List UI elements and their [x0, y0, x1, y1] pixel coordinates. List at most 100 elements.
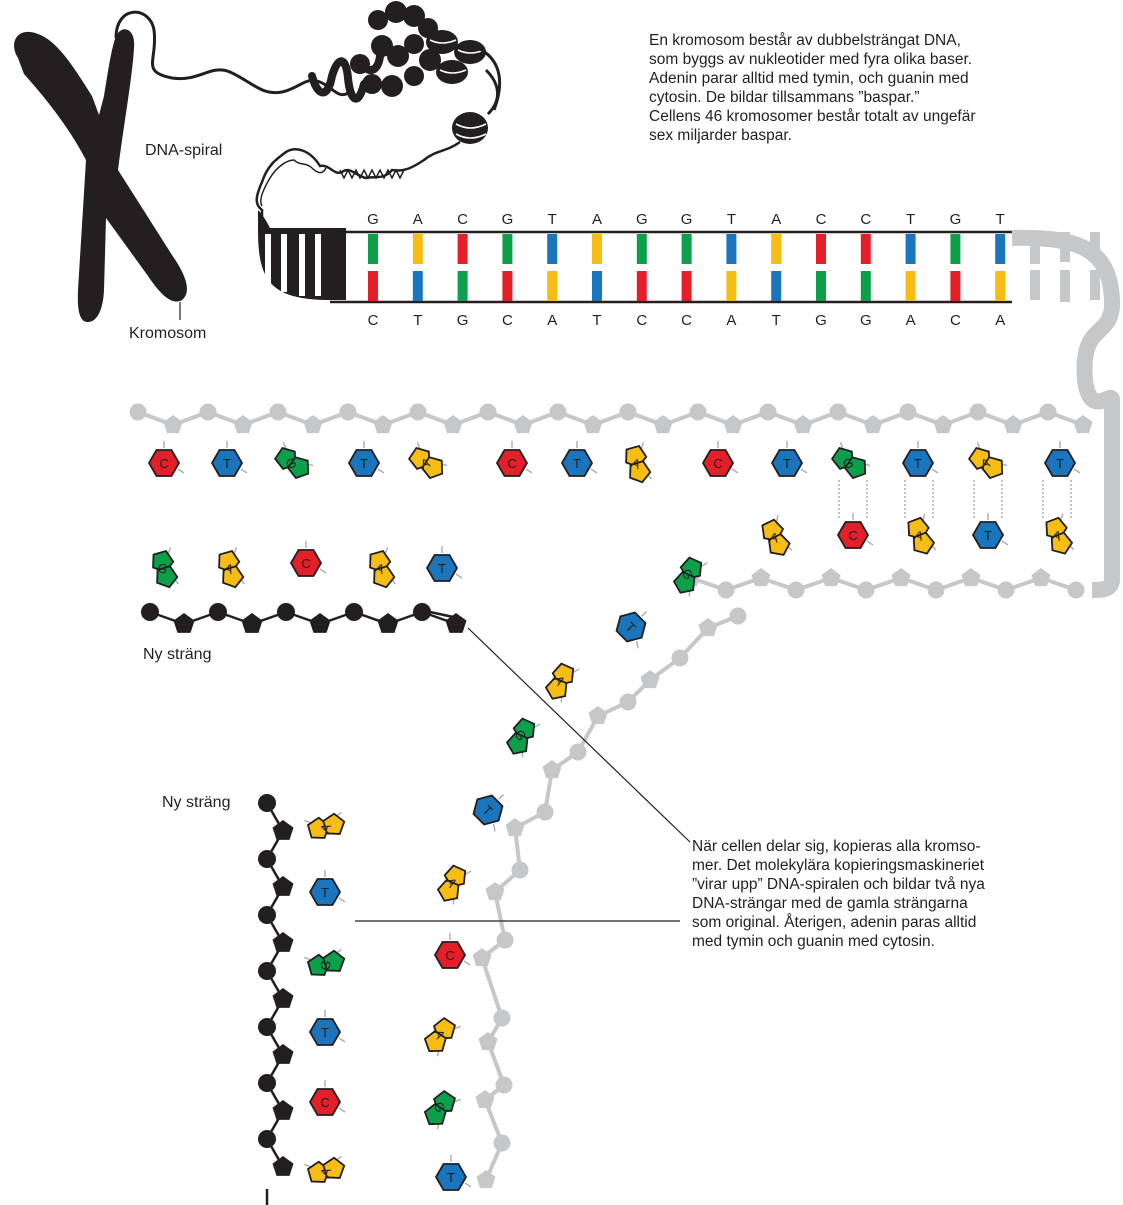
intro-text: En kromosom består av dubbelsträngat DNA… [649, 31, 976, 145]
base-stem [377, 468, 385, 474]
new-strand-top-phosphate [345, 603, 363, 621]
base-letter: T [914, 456, 922, 471]
base-A: A [907, 513, 937, 555]
base-T: T [472, 793, 505, 832]
base-C: C [147, 441, 185, 477]
base-letter: T [783, 456, 791, 471]
ladder-bar-bottom [950, 271, 961, 301]
base-stem [338, 1037, 346, 1043]
base-G: G [152, 547, 179, 589]
top-gray-strand-sugar [583, 415, 603, 434]
base-letter: G [841, 455, 856, 473]
fork-gray-strand-sugar [751, 568, 771, 587]
base-stem [839, 442, 844, 450]
base-stem [455, 573, 463, 579]
ladder-letter-bottom: G [815, 312, 827, 329]
ladder-bar-top [592, 234, 602, 264]
base-A: A [1045, 513, 1075, 555]
diagonal-gray-strand-phosphate [671, 649, 689, 667]
top-gray-strand-phosphate [129, 403, 147, 421]
top-gray-strand-phosphate [549, 403, 567, 421]
pointer-line-1 [467, 627, 691, 843]
ladder-bar-top [995, 234, 1006, 264]
base-hexagon [147, 449, 181, 477]
base-letter: T [360, 456, 368, 471]
ladder-letter-top: G [950, 211, 962, 228]
chromosome-shape [14, 29, 187, 322]
base-stem [931, 468, 939, 474]
base-letter: C [848, 528, 857, 543]
ladder-letter-bottom: C [636, 312, 647, 329]
base-stem [304, 819, 312, 824]
top-gray-strand-phosphate [759, 403, 777, 421]
ladder-bar-bottom [860, 271, 871, 301]
base-A: A [625, 442, 652, 484]
top-gray-strand-phosphate [339, 403, 357, 421]
top-gray-strand-sugar [163, 415, 183, 434]
ladder-letter-top: A [592, 211, 602, 228]
new-strand-left-sugar [272, 820, 294, 840]
base-stem [492, 823, 496, 832]
fork-gray-strand-sugar [961, 568, 981, 587]
fork-gray-strand-phosphate [1067, 581, 1085, 599]
base-letter: G [317, 958, 335, 973]
base-hexagon [615, 611, 647, 643]
base-A: A [369, 547, 396, 589]
base-hexagon [1043, 449, 1077, 477]
base-stem [498, 793, 505, 800]
top-gray-strand-sugar [303, 415, 323, 434]
intro-line: som byggs av nukleotider med fyra olika … [649, 51, 973, 68]
diagonal-gray-strand-phosphate [496, 931, 514, 949]
fork-gray-strand-line [690, 576, 1077, 592]
base-C: C [433, 933, 471, 969]
diagonal-gray-strand-phosphate [536, 803, 554, 821]
new-strand-left-sugar [272, 876, 294, 896]
new-strand-left-phosphate [258, 906, 276, 924]
ladder-letter-top: A [771, 211, 781, 228]
ladder-letter-top: G [367, 211, 379, 228]
new-strand-top-phosphate [209, 603, 227, 621]
top-gray-strand-phosphate [269, 403, 287, 421]
new-strand-left-sugar [272, 1100, 294, 1120]
base-T: T [1043, 441, 1081, 477]
ladder-bar-bottom [681, 271, 692, 301]
top-gray-strand-phosphate [899, 403, 917, 421]
base-letter: C [320, 1095, 329, 1110]
ladder-letter-top: G [502, 211, 514, 228]
chromatin-fiber [114, 10, 351, 97]
base-T: T [308, 1010, 346, 1046]
base-stem [384, 547, 389, 555]
base-pentagon [222, 565, 245, 589]
ladder-bar-top [950, 234, 961, 264]
top-gray-strand-sugar [723, 415, 743, 434]
base-A: A [967, 442, 1008, 480]
ladder-bar-bottom [502, 271, 513, 301]
diagonal-gray-strand-phosphate [569, 743, 587, 761]
ladder-bar-bottom [636, 271, 647, 301]
base-letter: C [159, 456, 168, 471]
base-stem [453, 1098, 461, 1103]
top-gray-strand-sugar [933, 415, 953, 434]
base-pentagon [767, 533, 791, 556]
ladder-letter-top: G [681, 211, 693, 228]
base-T: T [615, 610, 648, 649]
new-strand-label-top: Ny sträng [143, 646, 212, 663]
base-pentagon [436, 878, 460, 902]
ladder-bar-top [636, 234, 647, 264]
base-hexagon [425, 554, 459, 582]
new-strand-left-phosphate [258, 962, 276, 980]
base-hexagon [901, 449, 935, 477]
base-stem [640, 442, 645, 450]
ladder-bar-bottom [995, 271, 1006, 301]
fork-gray-strand-phosphate [717, 581, 735, 599]
base-pentagon [286, 456, 310, 480]
ladder-letter-bottom: A [547, 312, 557, 329]
base-pentagon [1050, 531, 1074, 555]
base-letter: C [507, 456, 516, 471]
base-pentagon [420, 456, 444, 480]
diagonal-gray-strand-sugar [475, 1090, 495, 1109]
dna-helix-wave [339, 168, 405, 180]
fork-gray-strand-sugar [1031, 568, 1051, 587]
top-gray-strand-phosphate [199, 403, 217, 421]
new-strand-top-sugar [173, 613, 195, 633]
